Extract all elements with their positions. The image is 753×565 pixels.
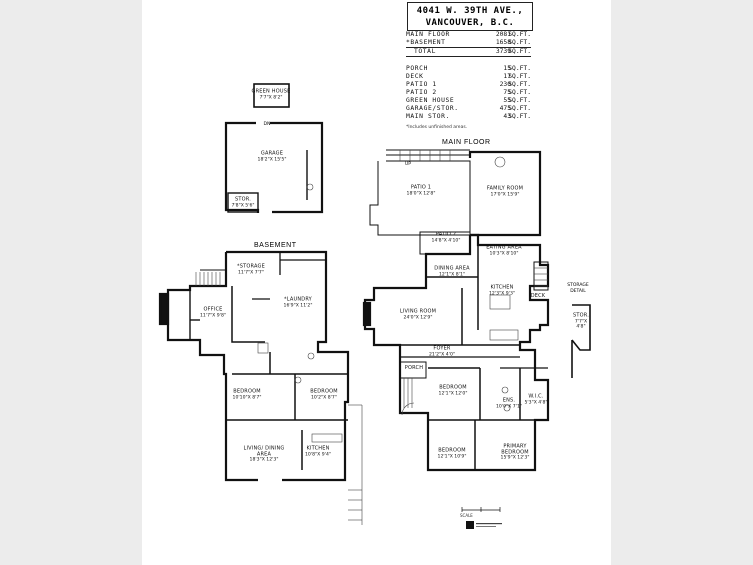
- address-line-1: 4041 W. 39TH AVE.,: [416, 6, 524, 16]
- room-storage-detail: STOR.7'7"X 4'8": [572, 312, 590, 330]
- area-name: DECK: [406, 73, 424, 80]
- area-unit: SQ.FT.: [508, 89, 531, 96]
- area-value: 230: [499, 81, 511, 88]
- area-value: 43: [503, 113, 511, 120]
- area-name: GREEN HOUSE: [406, 97, 455, 104]
- deck-stairs: [533, 261, 549, 291]
- basement-heading: BASEMENT: [254, 242, 297, 249]
- area-value: 475: [499, 105, 511, 112]
- greenhouse-outline: [253, 83, 290, 108]
- patio-stairs: [399, 150, 451, 161]
- room-ensuite: ENS.10'0"X 7'1": [496, 397, 522, 409]
- storage-detail-heading: STORAGE DETAIL: [567, 283, 589, 294]
- company-logo-icon: [466, 521, 502, 529]
- area-unit: SQ.FT.: [508, 73, 531, 80]
- porch-outline: [399, 361, 427, 379]
- area-name: PATIO 1: [406, 81, 437, 88]
- room-garage-storage: STOR.7'8"X 5'6": [231, 196, 255, 208]
- area-name: MAIN STOR.: [406, 113, 450, 120]
- area-unit: SQ.FT.: [508, 31, 531, 38]
- area-value: 3739: [495, 48, 511, 55]
- area-value: 75: [503, 89, 511, 96]
- area-name: MAIN FLOOR: [406, 31, 450, 38]
- dn-marker: DN: [263, 122, 271, 128]
- area-value: 2081: [495, 31, 511, 38]
- basement-fireplace: [158, 292, 170, 326]
- room-deck: DECK: [530, 293, 546, 300]
- basement-wall-east: [226, 250, 350, 482]
- area-unit: SQ.FT.: [508, 48, 531, 55]
- area-unit: SQ.FT.: [508, 39, 531, 46]
- room-walk-in-closet: W.I.C.5'3"X 4'8": [524, 393, 548, 405]
- address-line-2: VANCOUVER, B.C.: [425, 18, 515, 28]
- area-unit: SQ.FT.: [508, 97, 531, 104]
- family-room-wall: [468, 150, 542, 237]
- up-marker: UP: [404, 162, 412, 168]
- area-unit: SQ.FT.: [508, 105, 531, 112]
- area-unit: SQ.FT.: [508, 65, 531, 72]
- area-name: GARAGE/STOR.: [406, 105, 459, 112]
- deck-stair-treads: [534, 267, 548, 287]
- garage-wall-right: [270, 121, 324, 214]
- room-porch: PORCH: [404, 365, 424, 372]
- scale-label: SCALE: [460, 513, 473, 518]
- area-unit: SQ.FT.: [508, 81, 531, 88]
- area-value: 1658: [495, 39, 511, 46]
- area-name: PORCH: [406, 65, 428, 72]
- storage-detail-outline: [571, 304, 591, 351]
- area-value: 15: [503, 65, 511, 72]
- area-unit: SQ.FT.: [508, 113, 531, 120]
- area-value: 17: [503, 73, 511, 80]
- area-name: TOTAL: [414, 48, 436, 55]
- unfinished-note: *Includes unfinished areas.: [406, 125, 468, 130]
- main-floor-heading: MAIN FLOOR: [442, 139, 491, 146]
- basement-stairs: [195, 272, 221, 286]
- exterior-stairs: [348, 404, 363, 525]
- area-name: *BASEMENT: [406, 39, 446, 46]
- area-name: PATIO 2: [406, 89, 437, 96]
- area-value: 55: [503, 97, 511, 104]
- scale-bar: [461, 507, 501, 512]
- address-box: 4041 W. 39TH AVE., VANCOUVER, B.C.: [407, 2, 533, 31]
- garage-storage-outline: [227, 192, 259, 213]
- patio1-outline: [369, 160, 471, 236]
- living-fireplace: [362, 301, 372, 327]
